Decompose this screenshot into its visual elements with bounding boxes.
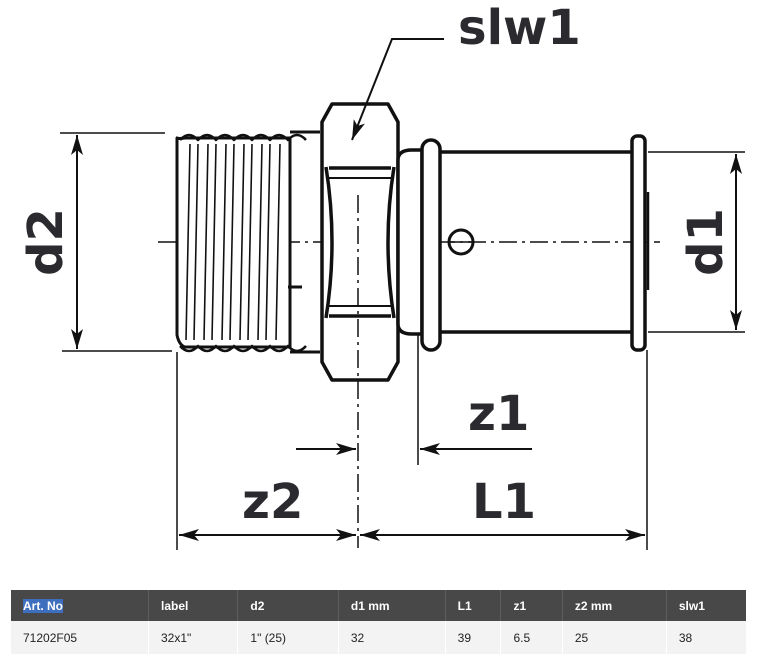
- d1-dimension: [648, 151, 745, 333]
- col-header-l1[interactable]: L1: [445, 590, 502, 621]
- label-l1: L1: [472, 474, 536, 530]
- col-header-d2[interactable]: d2: [237, 590, 339, 621]
- col-header-d1[interactable]: d1 mm: [338, 590, 446, 621]
- cell-art-no: 71202F05: [11, 621, 149, 654]
- table-row: 71202F05 32x1" 1" (25) 32 39 6.5 25 38: [11, 621, 746, 654]
- d2-dimension: [60, 132, 172, 352]
- press-sleeve: [396, 134, 650, 352]
- label-z2: z2: [242, 474, 303, 530]
- label-z1: z1: [468, 386, 529, 442]
- label-slw1: slw1: [458, 0, 581, 56]
- col-header-slw1[interactable]: slw1: [666, 590, 746, 621]
- table-header-row: Art. No label d2 d1 mm L1 z1 z2 mm slw1: [11, 590, 746, 621]
- fitting-technical-drawing: slw1 d2 d1 z1 z2 L1: [18, 0, 745, 550]
- cell-label: 32x1": [148, 621, 239, 654]
- cell-slw1: 38: [666, 621, 746, 654]
- cell-l1: 39: [445, 621, 502, 654]
- cell-z2: 25: [562, 621, 667, 654]
- label-d2: d2: [18, 208, 74, 276]
- cell-d1: 32: [338, 621, 446, 654]
- extension-lines: [176, 335, 648, 550]
- spec-table: Art. No label d2 d1 mm L1 z1 z2 mm slw1 …: [11, 590, 746, 654]
- col-header-z2[interactable]: z2 mm: [562, 590, 667, 621]
- cell-z1: 6.5: [500, 621, 563, 654]
- cell-d2: 1" (25): [237, 621, 339, 654]
- slw1-leader: [351, 38, 444, 141]
- label-d1: d1: [678, 208, 734, 276]
- col-header-label[interactable]: label: [148, 590, 239, 621]
- col-header-art-no[interactable]: Art. No: [11, 590, 149, 621]
- col-header-z1[interactable]: z1: [500, 590, 563, 621]
- selected-text: Art. No: [23, 598, 63, 613]
- male-thread: [175, 130, 320, 354]
- hex-nut: [320, 102, 400, 382]
